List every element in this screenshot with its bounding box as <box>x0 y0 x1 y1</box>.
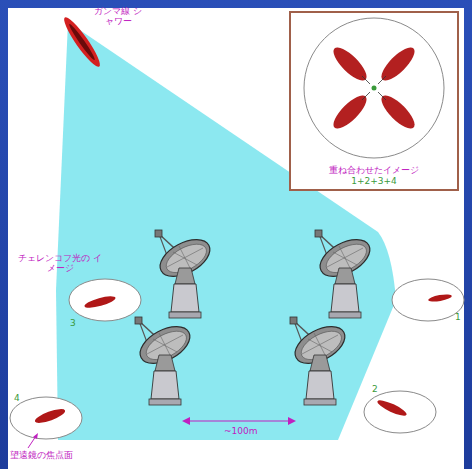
telescope <box>154 230 216 318</box>
image-label: チェレンコフ光の イメージ <box>18 253 102 274</box>
camera-image <box>364 391 436 433</box>
callout-number: 3 <box>70 318 76 328</box>
dimension-arrow <box>182 417 296 425</box>
telescope <box>289 317 351 405</box>
callout-number: 4 <box>14 393 20 403</box>
inset-sum: 1+2+3+4 <box>351 176 397 187</box>
telescope <box>314 230 376 318</box>
leader-arrow <box>28 433 38 448</box>
focal-plane-label: 望遠鏡の焦点面 <box>10 450 73 460</box>
dimension-label: ~100m <box>224 426 258 436</box>
shower-label: ガンマ線 シャワー <box>92 6 144 27</box>
camera-image <box>69 279 141 321</box>
callout-number: 1 <box>455 312 461 322</box>
camera-image <box>392 279 464 321</box>
inset-box: 重ね合わせたイメージ1+2+3+4 <box>290 12 458 190</box>
inset-title: 重ね合わせたイメージ <box>329 165 419 176</box>
slide-panel <box>8 8 464 469</box>
gamma-shower <box>60 14 104 70</box>
camera-image <box>10 397 82 439</box>
inset-panel <box>290 12 458 190</box>
callout-number: 2 <box>372 384 378 394</box>
telescope <box>134 317 196 405</box>
